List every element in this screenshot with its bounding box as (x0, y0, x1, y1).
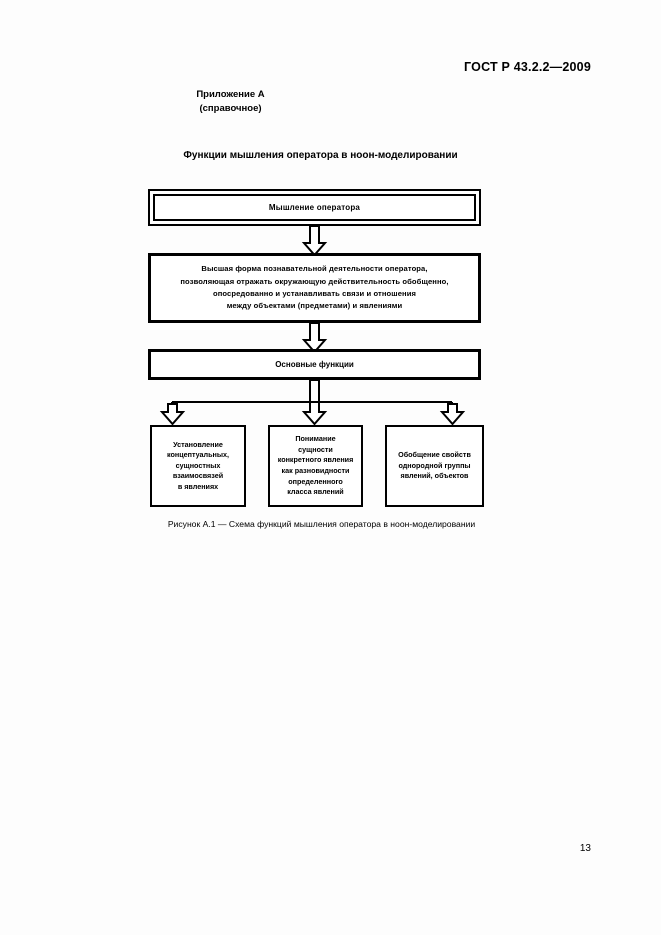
leaf3-line-3: явлений, объектов (400, 471, 469, 481)
leaf2-line-2: сущности (298, 444, 333, 454)
node-operator-thinking-label: Мышление оператора (153, 194, 476, 221)
page-number: 13 (579, 843, 591, 854)
node-thinking-definition[interactable]: Высшая форма познавательной деятельности… (148, 253, 481, 323)
leaf1-line-2: концептуальных, (166, 450, 230, 460)
leaf2-line-4: как разновидности (281, 466, 350, 475)
leaf2-line-6: класса явлений (287, 487, 344, 497)
node-function-conceptual-links-text: Установление концептуальных, сущностных … (167, 440, 229, 493)
leaf1-line-5: в явлениях (177, 481, 219, 491)
node-function-generalization[interactable]: Обобщение свойств однородной группы явле… (385, 425, 484, 507)
node-thinking-definition-text: Высшая форма познавательной деятельности… (166, 263, 462, 313)
node-function-generalization-text: Обобщение свойств однородной группы явле… (398, 450, 471, 482)
node-function-understanding-essence-text: Понимание сущности конкретного явления к… (278, 434, 354, 498)
definition-line-3: опосредованно и устанавливать связи и от… (212, 289, 417, 298)
leaf1-line-3: сущностных (175, 460, 221, 470)
leaf2-line-3: конкретного явления (277, 455, 354, 465)
figure-caption: Рисунок А.1 — Схема функций мышления опе… (167, 519, 476, 529)
node-operator-thinking[interactable]: Мышление оператора (148, 189, 481, 226)
node-function-conceptual-links[interactable]: Установление концептуальных, сущностных … (150, 425, 246, 507)
figure-title: Функции мышления оператора в ноон-модели… (183, 150, 458, 161)
definition-line-2: позволяющая отражать окружающую действит… (180, 276, 449, 286)
node-main-functions-label: Основные функции (275, 360, 354, 369)
annex-heading: Приложение А (справочное) (0, 88, 661, 116)
leaf2-line-5: определенного (288, 476, 343, 486)
definition-line-1: Высшая форма познавательной деятельности… (201, 264, 428, 274)
node-function-understanding-essence[interactable]: Понимание сущности конкретного явления к… (268, 425, 363, 507)
leaf1-line-1: Установление (173, 439, 223, 449)
leaf1-line-4: взаимосвязей (172, 471, 224, 481)
annex-title: Приложение А (196, 89, 265, 100)
leaf3-line-1: Обобщение свойств (398, 450, 471, 460)
standard-header: ГОСТ Р 43.2.2—2009 (464, 60, 591, 74)
definition-line-4: между объектами (предметами) и явлениями (226, 301, 403, 311)
node-main-functions[interactable]: Основные функции (148, 349, 481, 380)
leaf2-line-1: Понимание (295, 434, 336, 444)
annex-subtitle: (справочное) (199, 103, 262, 114)
leaf3-line-2: однородной группы (398, 460, 471, 470)
